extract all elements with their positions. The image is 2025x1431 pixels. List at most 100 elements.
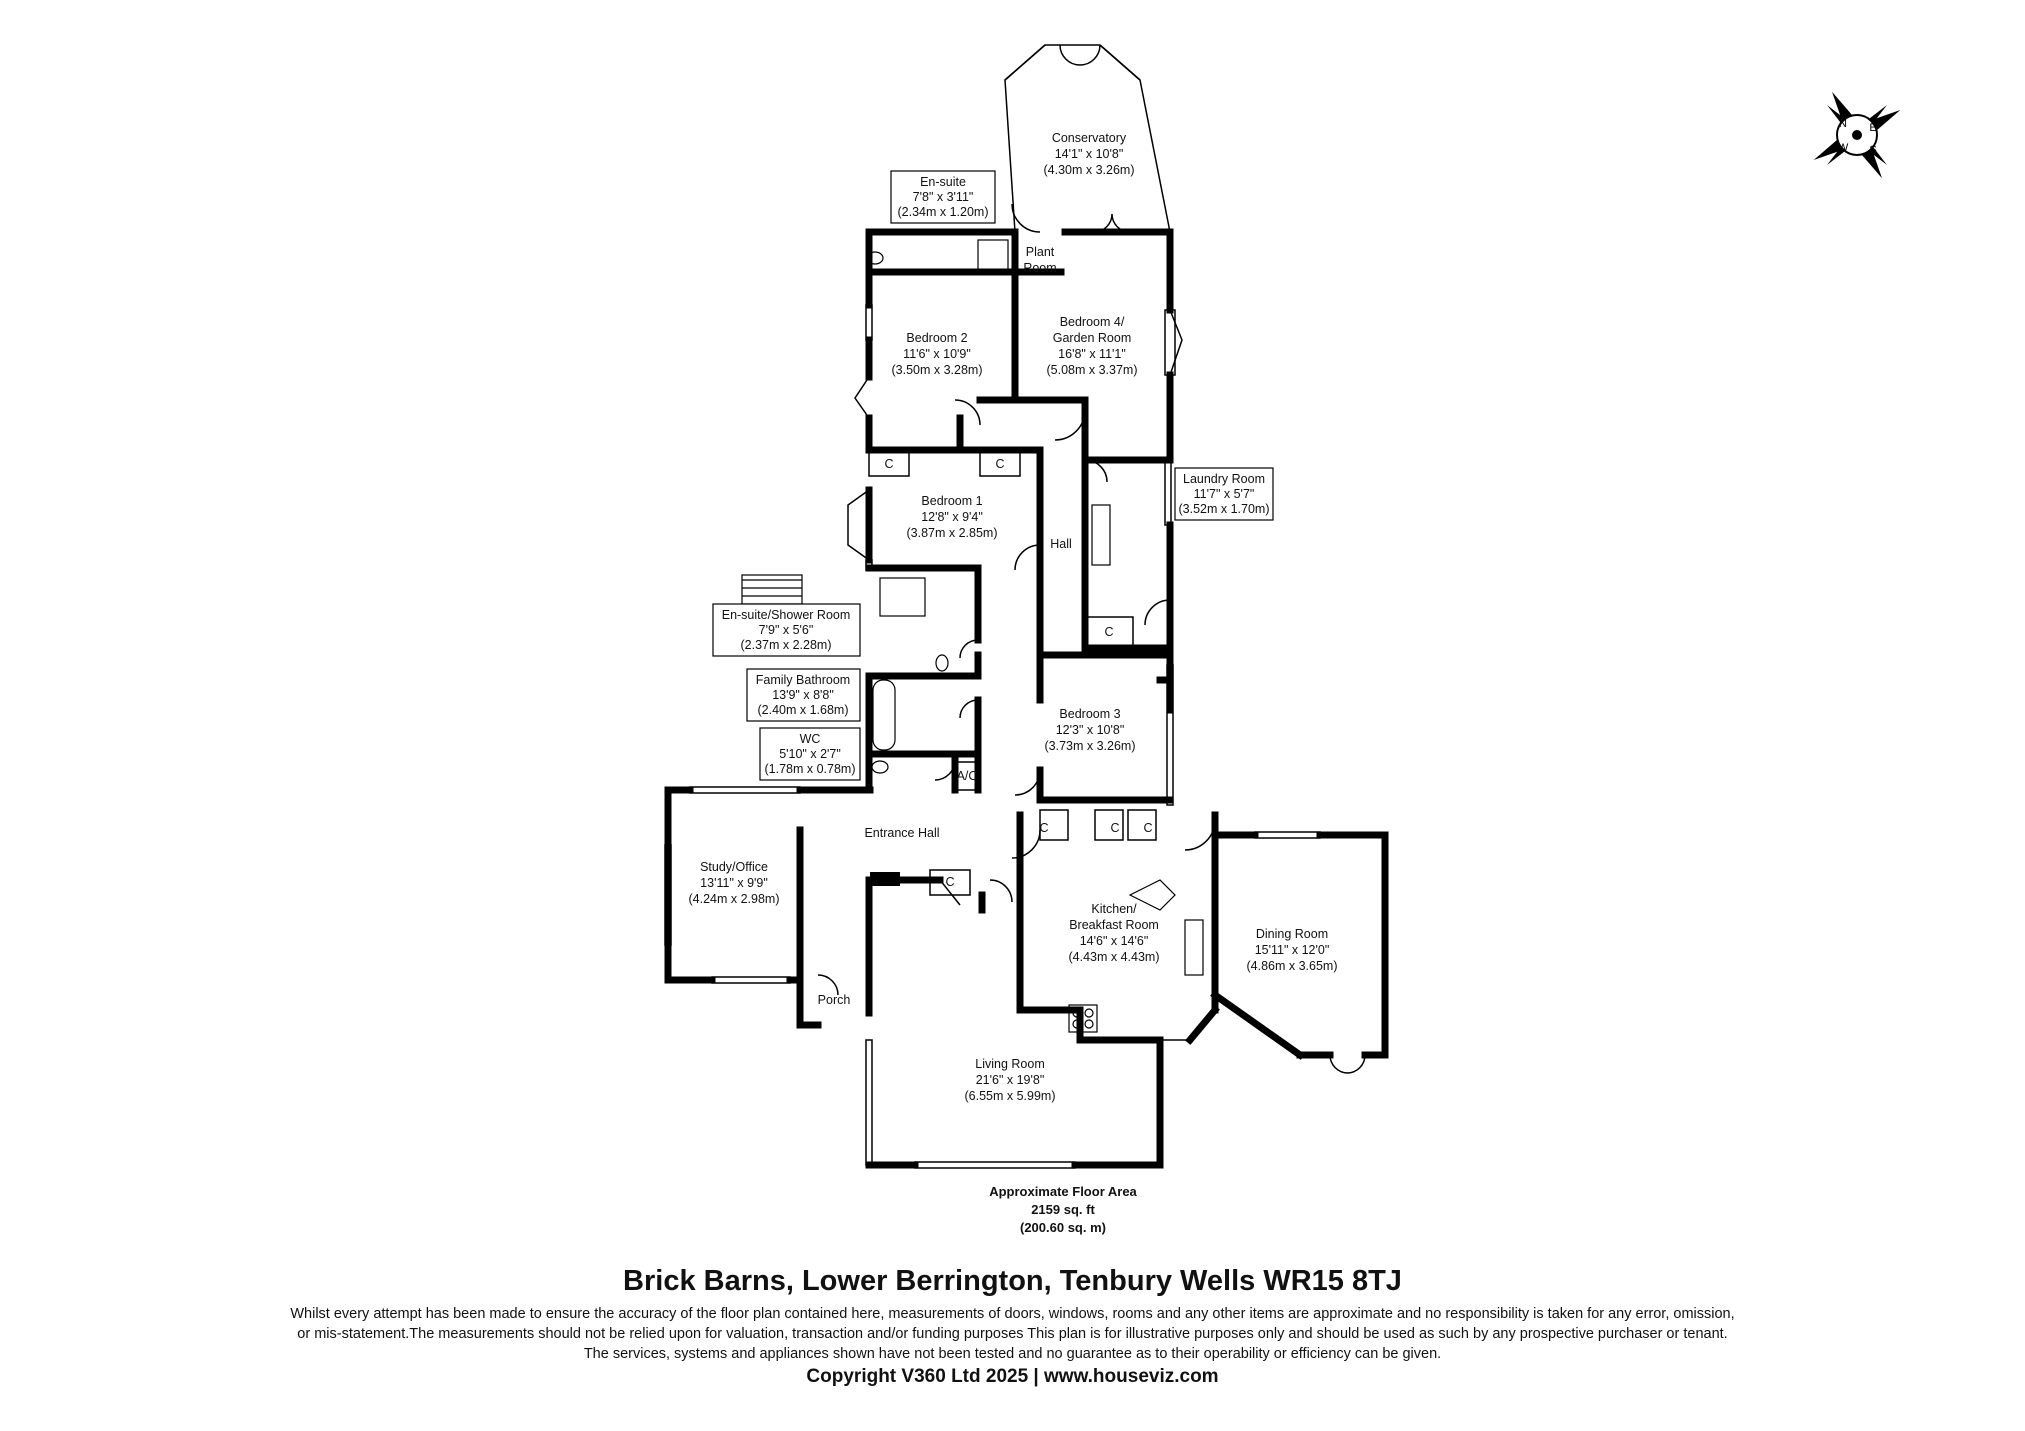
callout-laundry: Laundry Room 11'7" x 5'7" (3.52m x 1.70m…: [1174, 467, 1274, 521]
svg-text:12'3" x 10'8": 12'3" x 10'8": [1056, 723, 1125, 737]
svg-text:14'1" x 10'8": 14'1" x 10'8": [1055, 147, 1124, 161]
compass-n: N: [1839, 118, 1847, 130]
room-kitchen: Kitchen/ Breakfast Room 14'6" x 14'6" (4…: [1068, 902, 1159, 964]
svg-text:(2.37m x 2.28m): (2.37m x 2.28m): [740, 638, 831, 652]
callout-wc: WC 5'10" x 2'7" (1.78m x 0.78m): [759, 727, 861, 781]
svg-text:Bedroom 3: Bedroom 3: [1059, 707, 1120, 721]
svg-text:11'6" x 10'9": 11'6" x 10'9": [903, 347, 971, 361]
disclaimer-line-2: or mis-statement.The measurements should…: [297, 1326, 1728, 1342]
chimney-block: [870, 872, 900, 886]
compass-s: S: [1869, 144, 1876, 156]
callout-ensuite: En-suite 7'8" x 3'11" (2.34m x 1.20m): [890, 170, 996, 224]
kitchen-sink: [1184, 919, 1204, 976]
footer: Brick Barns, Lower Berrington, Tenbury W…: [0, 1265, 2025, 1388]
svg-text:16'8" x 11'1": 16'8" x 11'1": [1058, 347, 1126, 361]
svg-text:2159 sq. ft: 2159 sq. ft: [1031, 1202, 1095, 1217]
copyright: Copyright V360 Ltd 2025 | www.houseviz.c…: [806, 1366, 1219, 1387]
callout-family-bathroom: Family Bathroom 13'9" x 8'8" (2.40m x 1.…: [746, 668, 861, 722]
svg-text:13'11" x 9'9": 13'11" x 9'9": [700, 876, 768, 890]
svg-text:Study/Office: Study/Office: [700, 860, 768, 874]
walls: [664, 228, 1389, 1169]
svg-text:(4.43m x 4.43m): (4.43m x 4.43m): [1068, 950, 1159, 964]
svg-text:21'6" x 19'8": 21'6" x 19'8": [976, 1073, 1045, 1087]
svg-text:13'9" x 8'8": 13'9" x 8'8": [772, 688, 834, 702]
svg-text:Kitchen/: Kitchen/: [1091, 902, 1137, 916]
svg-text:5'10" x 2'7": 5'10" x 2'7": [779, 747, 841, 761]
windows-and-doors: [664, 44, 1366, 1169]
svg-text:(6.55m x 5.99m): (6.55m x 5.99m): [964, 1089, 1055, 1103]
svg-text:Approximate Floor Area: Approximate Floor Area: [989, 1184, 1137, 1199]
room-bedroom-4: Bedroom 4/ Garden Room 16'8" x 11'1" (5.…: [1046, 315, 1137, 377]
svg-text:En-suite/Shower Room: En-suite/Shower Room: [722, 608, 851, 622]
svg-text:C: C: [1110, 821, 1119, 835]
compass-rose-icon: N E S W: [1813, 91, 1901, 179]
svg-text:Garden Room: Garden Room: [1053, 331, 1132, 345]
svg-text:C: C: [945, 875, 954, 889]
svg-text:(3.87m x 2.85m): (3.87m x 2.85m): [906, 526, 997, 540]
svg-text:Laundry Room: Laundry Room: [1183, 472, 1265, 486]
svg-text:(4.24m x 2.98m): (4.24m x 2.98m): [688, 892, 779, 906]
svg-text:11'7" x 5'7": 11'7" x 5'7": [1194, 487, 1255, 501]
svg-text:WC: WC: [800, 732, 821, 746]
compass-e: E: [1869, 122, 1876, 134]
svg-text:C: C: [884, 457, 893, 471]
svg-text:En-suite: En-suite: [920, 175, 966, 189]
svg-text:12'8" x 9'4": 12'8" x 9'4": [921, 510, 983, 524]
svg-text:Room: Room: [1023, 261, 1056, 275]
callout-shower-room: En-suite/Shower Room 7'9" x 5'6" (2.37m …: [712, 603, 861, 657]
room-hall: Hall: [1050, 537, 1072, 551]
floor-area: Approximate Floor Area 2159 sq. ft (200.…: [989, 1184, 1137, 1235]
svg-text:7'9" x 5'6": 7'9" x 5'6": [759, 623, 814, 637]
compass-w: W: [1838, 142, 1849, 154]
property-address: Brick Barns, Lower Berrington, Tenbury W…: [623, 1265, 1402, 1297]
svg-text:(3.50m x 3.28m): (3.50m x 3.28m): [891, 363, 982, 377]
shower-tray-2: [879, 577, 926, 617]
svg-text:(200.60 sq. m): (200.60 sq. m): [1020, 1220, 1106, 1235]
svg-text:(4.30m x 3.26m): (4.30m x 3.26m): [1043, 163, 1134, 177]
room-entrance-hall: Entrance Hall: [864, 826, 939, 840]
svg-text:Plant: Plant: [1026, 245, 1055, 259]
svg-text:Family Bathroom: Family Bathroom: [756, 673, 850, 687]
svg-text:C: C: [1104, 625, 1113, 639]
svg-text:Conservatory: Conservatory: [1052, 131, 1127, 145]
svg-text:Breakfast Room: Breakfast Room: [1069, 918, 1159, 932]
svg-text:(1.78m x 0.78m): (1.78m x 0.78m): [764, 762, 855, 776]
svg-text:(2.40m x 1.68m): (2.40m x 1.68m): [757, 703, 848, 717]
svg-text:(2.34m x 1.20m): (2.34m x 1.20m): [897, 205, 988, 219]
svg-text:C: C: [995, 457, 1004, 471]
shower-tray-1: [977, 239, 1009, 271]
bath-tub: [872, 679, 896, 751]
room-bedroom-2: Bedroom 2 11'6" x 10'9" (3.50m x 3.28m): [891, 331, 982, 377]
room-dining: Dining Room 15'11" x 12'0" (4.86m x 3.65…: [1246, 927, 1337, 973]
room-bedroom-3: Bedroom 3 12'3" x 10'8" (3.73m x 3.26m): [1044, 707, 1135, 753]
svg-text:Bedroom 1: Bedroom 1: [921, 494, 982, 508]
svg-text:Bedroom 2: Bedroom 2: [906, 331, 967, 345]
room-living: Living Room 21'6" x 19'8" (6.55m x 5.99m…: [964, 1057, 1055, 1103]
laundry-sink: [1091, 504, 1111, 566]
floor-plan: Conservatory 14'1" x 10'8" (4.30m x 3.26…: [664, 44, 1901, 1235]
disclaimer-line-1: Whilst every attempt has been made to en…: [290, 1306, 1735, 1322]
svg-text:(3.52m x 1.70m): (3.52m x 1.70m): [1178, 502, 1269, 516]
hob: [1068, 1004, 1098, 1033]
svg-text:Living Room: Living Room: [975, 1057, 1044, 1071]
svg-text:Bedroom 4/: Bedroom 4/: [1060, 315, 1125, 329]
svg-text:(5.08m x 3.37m): (5.08m x 3.37m): [1046, 363, 1137, 377]
room-conservatory: Conservatory 14'1" x 10'8" (4.30m x 3.26…: [1043, 131, 1134, 177]
room-study: Study/Office 13'11" x 9'9" (4.24m x 2.98…: [688, 860, 779, 906]
cupboard-labels: C C C C C C C: [884, 457, 1152, 889]
svg-text:C: C: [1039, 821, 1048, 835]
room-bedroom-1: Bedroom 1 12'8" x 9'4" (3.87m x 2.85m): [906, 494, 997, 540]
room-porch: Porch: [818, 993, 851, 1007]
cupboards: [868, 449, 1157, 896]
svg-text:Dining Room: Dining Room: [1256, 927, 1328, 941]
disclaimer-line-3: The services, systems and appliances sho…: [583, 1346, 1442, 1362]
svg-text:(4.86m x 3.65m): (4.86m x 3.65m): [1246, 959, 1337, 973]
svg-text:14'6" x 14'6": 14'6" x 14'6": [1080, 934, 1149, 948]
svg-text:(3.73m x 3.26m): (3.73m x 3.26m): [1044, 739, 1135, 753]
kitchen-island: [1128, 879, 1176, 911]
room-plant-room: Plant Room: [1023, 245, 1056, 275]
room-ac: A/C: [957, 769, 978, 783]
svg-text:7'8" x 3'11": 7'8" x 3'11": [913, 190, 974, 204]
svg-text:C: C: [1143, 821, 1152, 835]
svg-text:15'11" x 12'0": 15'11" x 12'0": [1255, 943, 1330, 957]
